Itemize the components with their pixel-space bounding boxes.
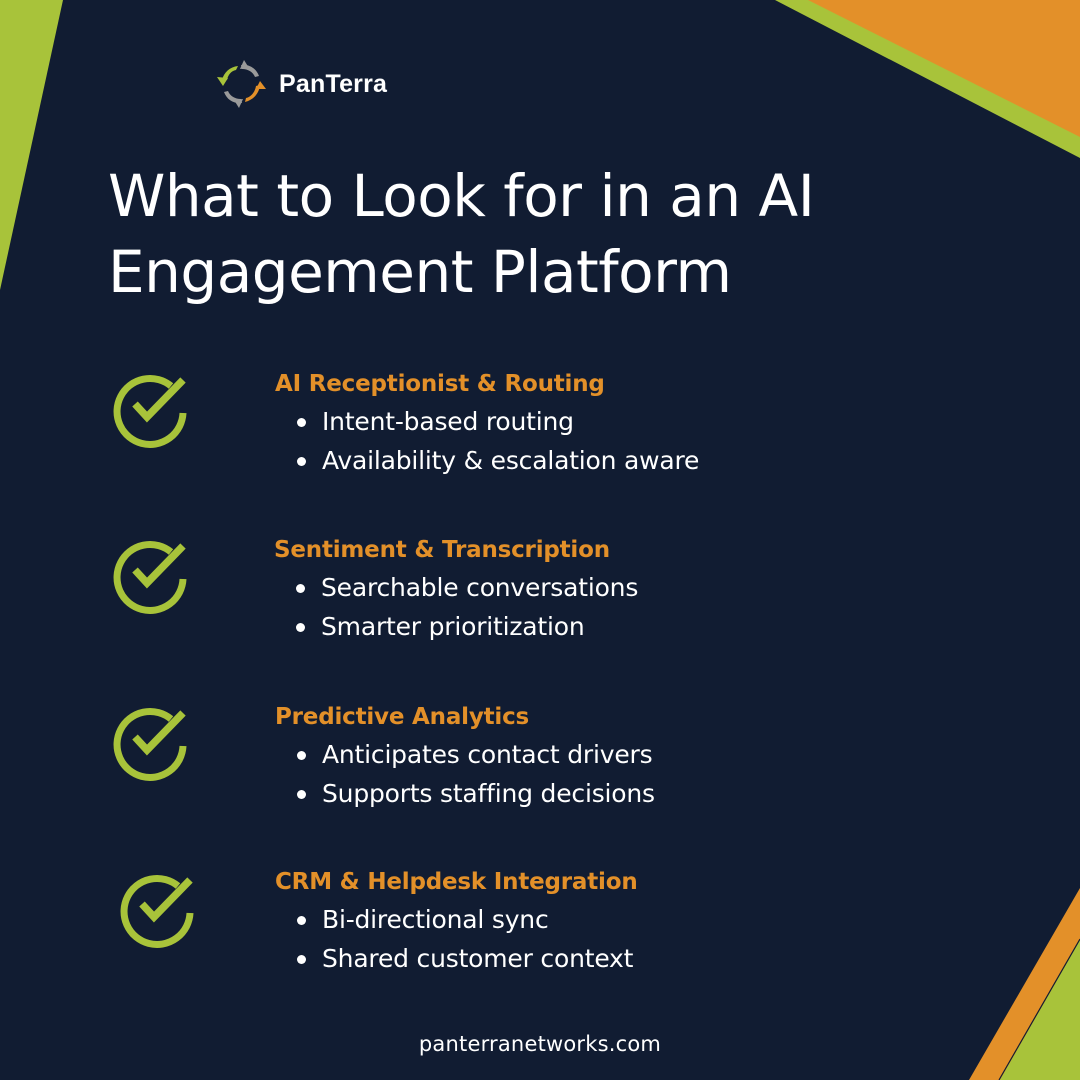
title-line-1: What to Look for in an AI <box>108 162 815 230</box>
check-circle-icon <box>120 875 194 948</box>
page-title: What to Look for in an AI Engagement Pla… <box>108 158 988 310</box>
top-left-green-wedge <box>0 0 63 290</box>
feature-body: Predictive Analytics Anticipates contact… <box>275 699 655 813</box>
bullet-item: Anticipates contact drivers <box>297 735 655 774</box>
feature-heading: AI Receptionist & Routing <box>275 371 605 397</box>
feature-body: AI Receptionist & Routing Intent-based r… <box>275 366 699 480</box>
feature-heading: Sentiment & Transcription <box>274 537 610 563</box>
bullet-dot-icon <box>297 751 306 760</box>
feature-bullets: Anticipates contact drivers Supports sta… <box>275 735 655 813</box>
feature-bullets: Intent-based routing Availability & esca… <box>275 402 699 480</box>
bullet-item: Intent-based routing <box>297 402 699 441</box>
bullet-dot-icon <box>297 916 306 925</box>
feature-heading: Predictive Analytics <box>275 704 530 730</box>
panterra-ring-arrows-icon <box>217 60 266 108</box>
check-circle-icon <box>113 375 187 448</box>
bottom-right-divider-line <box>998 938 1080 1080</box>
top-right-orange-wedge <box>808 0 1080 137</box>
title-line-2: Engagement Platform <box>108 238 732 306</box>
bullet-dot-icon <box>296 623 305 632</box>
feature-bullets: Searchable conversations Smarter priorit… <box>274 568 638 646</box>
check-circle-icon <box>113 541 187 614</box>
feature-body: Sentiment & Transcription Searchable con… <box>274 532 638 646</box>
bullet-item: Searchable conversations <box>296 568 638 607</box>
bullet-dot-icon <box>297 955 306 964</box>
bullet-item: Supports staffing decisions <box>297 774 655 813</box>
bullet-item: Bi-directional sync <box>297 900 638 939</box>
check-circle-icon <box>113 708 187 781</box>
feature-bullets: Bi-directional sync Shared customer cont… <box>275 900 638 978</box>
bullet-item: Availability & escalation aware <box>297 441 699 480</box>
bullet-item: Smarter prioritization <box>296 607 638 646</box>
bullet-dot-icon <box>297 457 306 466</box>
brand-name: PanTerra <box>279 69 388 98</box>
bullet-dot-icon <box>297 418 306 427</box>
bullet-item: Shared customer context <box>297 939 638 978</box>
bullet-dot-icon <box>296 584 305 593</box>
website-link[interactable]: panterranetworks.com <box>418 1032 662 1056</box>
brand-logo: PanTerra <box>214 56 387 112</box>
feature-body: CRM & Helpdesk Integration Bi-directiona… <box>275 864 638 978</box>
feature-heading: CRM & Helpdesk Integration <box>275 869 638 895</box>
bullet-dot-icon <box>297 790 306 799</box>
